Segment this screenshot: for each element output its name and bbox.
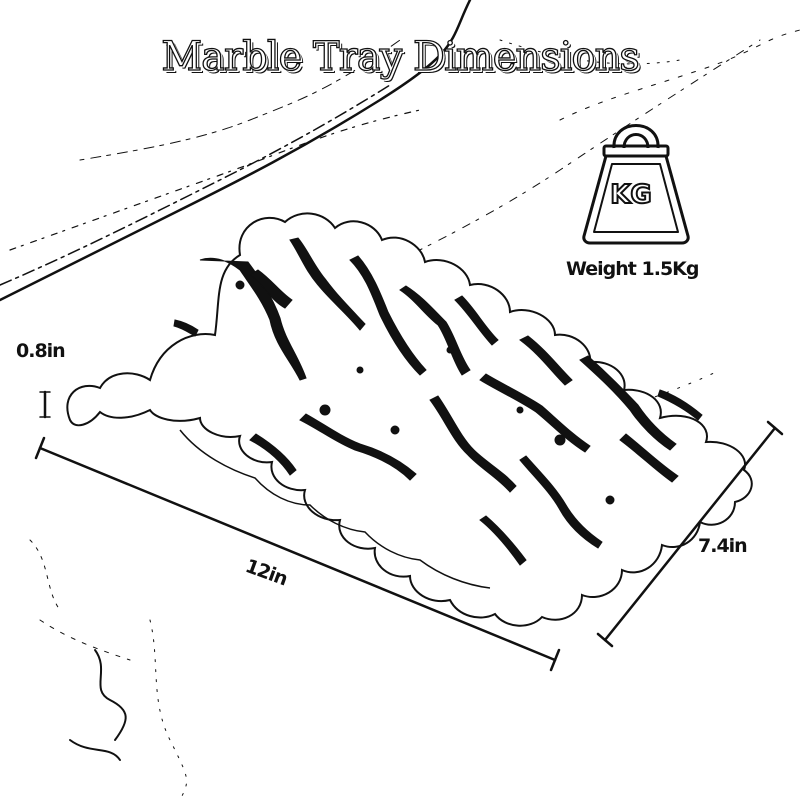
kettlebell-weight-icon [582, 124, 690, 245]
weight-label: Weight 1.5Kg [566, 258, 699, 280]
width-dimension-line [596, 420, 784, 648]
diagram-title: Marble Tray Dimensions [161, 33, 641, 80]
kg-badge: KG [609, 179, 653, 211]
dimension-lines [34, 390, 784, 672]
width-label: 7.4in [698, 535, 748, 557]
tray-marble-veins [173, 237, 703, 566]
length-dimension-line [34, 436, 561, 672]
tray-front-edge [179, 429, 491, 589]
marble-tray [66, 212, 753, 627]
height-label: 0.8in [16, 340, 66, 362]
tray-outline [66, 212, 753, 627]
height-dimension-line [39, 390, 51, 419]
